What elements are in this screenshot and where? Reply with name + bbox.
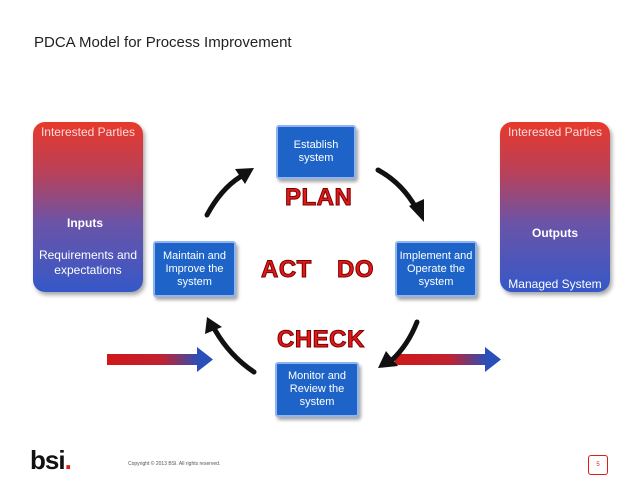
phase-check-label: CHECK — [277, 326, 365, 354]
outputs-label: Outputs — [532, 226, 578, 240]
do-to-check-arrow — [378, 319, 420, 368]
output-parties-box: Interested Parties Outputs Managed Syste… — [500, 122, 610, 292]
page-number: 5 — [588, 455, 608, 475]
phase-act-label: ACT — [261, 256, 312, 284]
phase-do-label: DO — [337, 256, 375, 284]
inputs-label: Inputs — [67, 216, 103, 230]
managed-system-label: Managed System — [508, 277, 602, 291]
plan-to-do-arrow — [375, 167, 424, 222]
implement-operate-box: Implement and Operate the system — [395, 241, 477, 297]
input-flow-arrow — [107, 347, 213, 372]
requirements-label: Requirements and expectations — [38, 248, 138, 277]
output-flow-arrow — [395, 347, 501, 372]
output-parties-heading: Interested Parties — [507, 125, 603, 139]
establish-system-box: Establish system — [276, 125, 356, 179]
bsi-logo-text: bsi — [30, 445, 66, 475]
check-to-act-arrow — [205, 317, 257, 375]
page-title: PDCA Model for Process Improvement — [34, 34, 292, 51]
phase-plan-label: PLAN — [284, 184, 353, 212]
input-parties-box: Interested Parties Inputs Requirements a… — [33, 122, 143, 292]
maintain-improve-box: Maintain and Improve the system — [153, 241, 236, 297]
bsi-logo: bsi. — [30, 445, 72, 476]
monitor-review-box: Monitor and Review the system — [275, 362, 359, 417]
copyright-notice: Copyright © 2013 BSI. All rights reserve… — [128, 461, 221, 467]
act-to-plan-arrow — [204, 168, 254, 218]
bsi-logo-dot: . — [64, 445, 72, 475]
input-parties-heading: Interested Parties — [40, 125, 136, 139]
